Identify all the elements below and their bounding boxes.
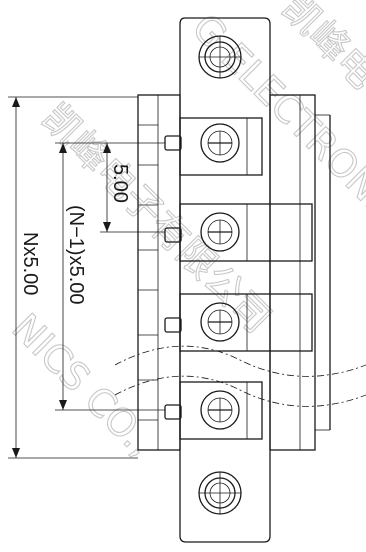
- mounting-screw-icon: [198, 471, 242, 515]
- terminal-screw-icon: [200, 302, 240, 342]
- watermark-text-en-2: NICS CO.,: [4, 305, 163, 464]
- clamp-tabs: [164, 135, 182, 420]
- pitch-label: 5.00: [109, 164, 131, 203]
- dimension-pitch: 5.00: [100, 142, 165, 233]
- terminal-screw-icon: [200, 212, 240, 252]
- terminal-screw-icon: [200, 390, 240, 430]
- flange-outline: [179, 17, 271, 543]
- terminal-screw-icon: [200, 123, 240, 163]
- dimension-n: Nx5.00: [8, 96, 138, 459]
- n-label: Nx5.00: [19, 232, 41, 295]
- housing-fins: [137, 94, 181, 451]
- n-minus-one-label: (N−1)x5.00: [65, 205, 87, 305]
- dimension-n-minus-one: (N−1)x5.00: [55, 142, 165, 411]
- mounting-screw-icon: [198, 35, 242, 79]
- break-lines: [114, 345, 366, 407]
